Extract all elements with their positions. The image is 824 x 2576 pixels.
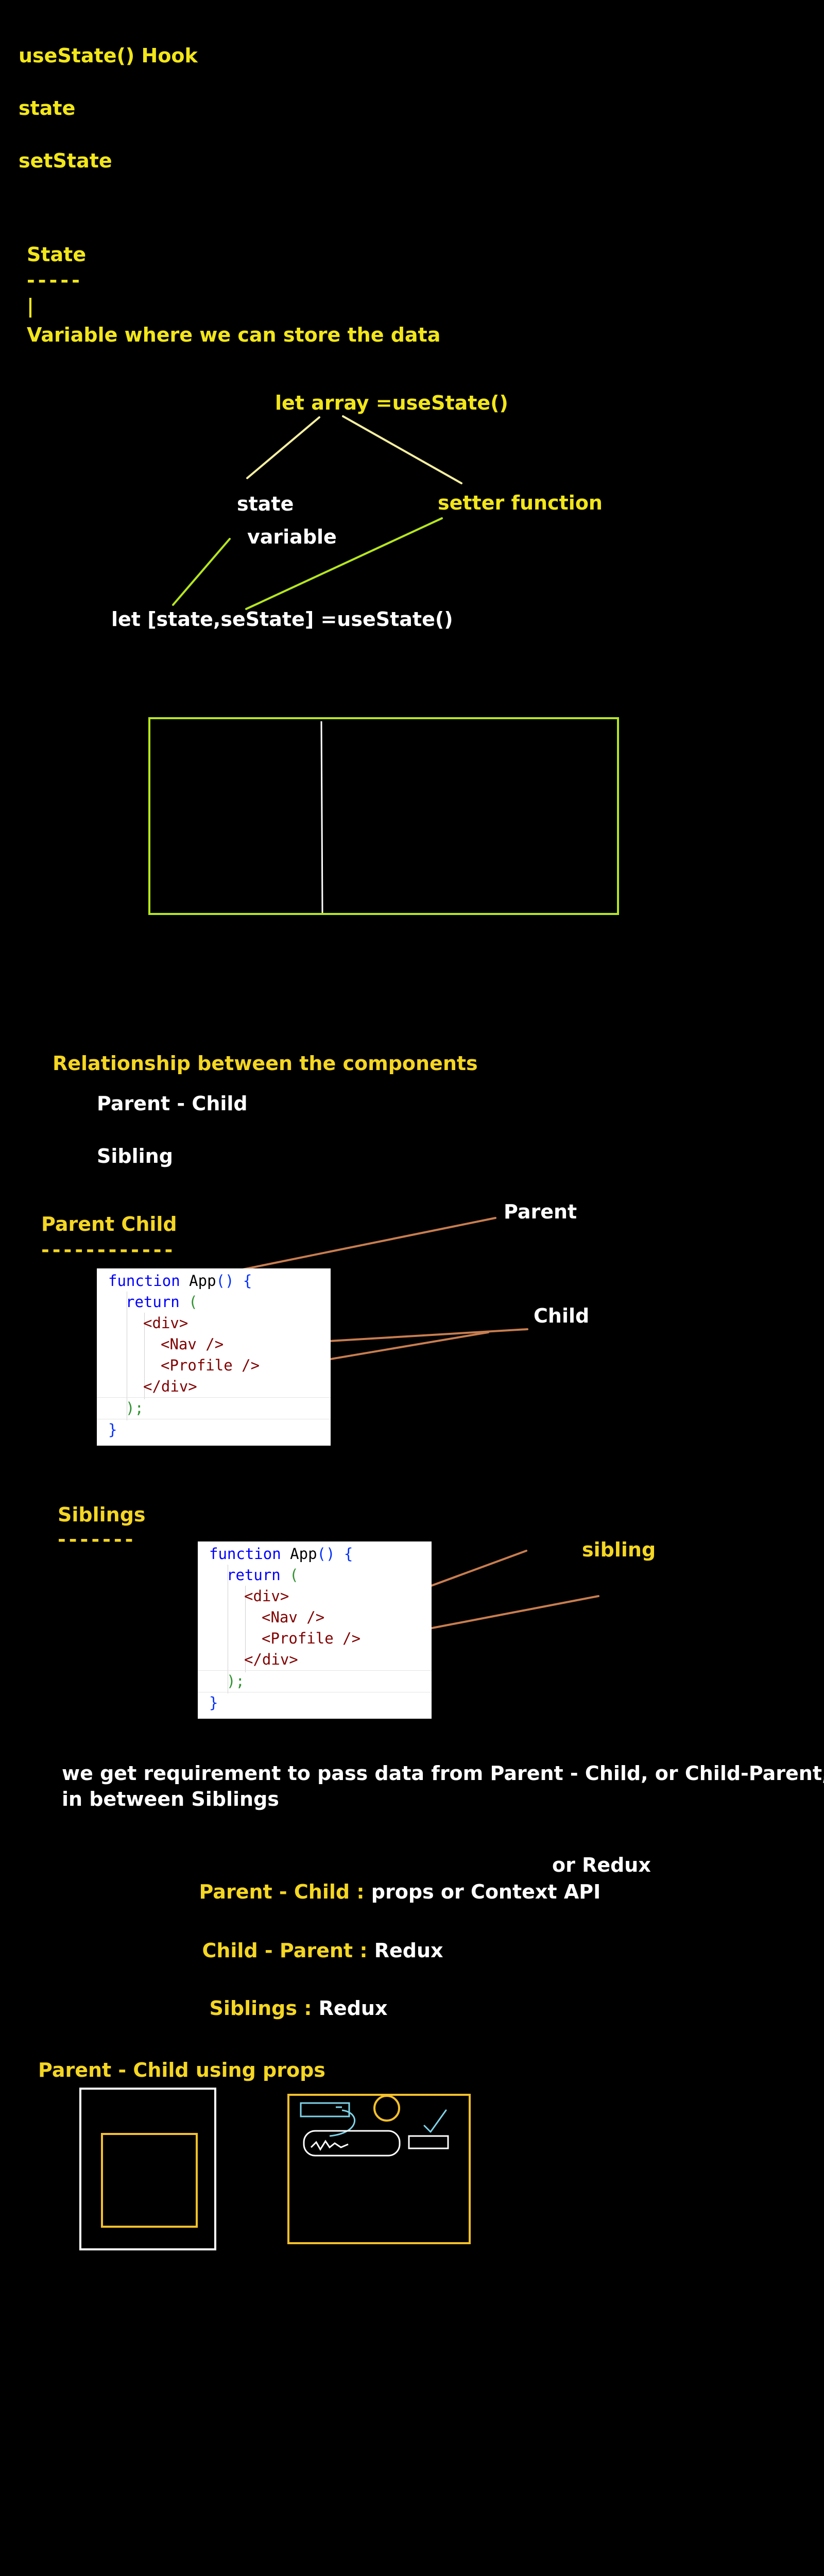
code-keyword-return: return [227,1566,281,1584]
code-profile: <Profile /> [161,1357,260,1374]
code-fn-name: App [180,1272,216,1290]
siblings-title: Siblings [58,1503,146,1526]
state-title: State [27,243,87,266]
code-paren: () [216,1272,234,1290]
code-div-open: <div> [244,1587,289,1605]
checkmark-icon [423,2109,447,2133]
ui-sketch-box [287,2094,471,2244]
method-siblings-label: Siblings [209,1996,297,2020]
diagram-left: state [237,493,294,515]
method-siblings-value: Redux [318,1996,388,2020]
method-child-parent-sep: : [353,1939,374,1962]
child-component-box [101,2133,198,2228]
parent-arrow [211,1217,496,1277]
code-paren: () [317,1545,335,1563]
code-fn-name: App [281,1545,317,1563]
label-parent: Parent [504,1200,577,1223]
code-block-parent-child: function App() { return ( <div> <Nav /> … [97,1268,331,1446]
method-parent-child-label: Parent - Child [199,1880,350,1903]
code-div-open: <div> [143,1314,188,1332]
relationship-item-sibling: Sibling [97,1145,173,1167]
sketch-scribble [310,2140,349,2151]
tree-line-right [342,415,462,484]
parent-component-box [79,2088,216,2250]
code-brace-open: { [243,1272,252,1290]
state-definition: Variable where we can store the data [27,324,441,346]
code-nav: <Nav /> [161,1335,224,1353]
sketch-circle-icon [373,2095,400,2122]
term-state: state [19,97,76,120]
method-siblings: Siblings : Redux [196,1973,387,2020]
code-return-close: ); [227,1672,245,1690]
code-brace-open: { [344,1545,353,1563]
method-child-parent: Child - Parent : Redux [188,1916,443,1962]
parent-child-title: Parent Child [41,1213,177,1235]
sketch-pill [303,2130,401,2157]
method-parent-child-extra: or Redux [552,1854,651,1876]
code-nav: <Nav /> [262,1608,325,1626]
term-setstate: setState [19,149,112,172]
requirement-line-2: in between Siblings [62,1788,279,1810]
method-parent-child-sep: : [350,1880,371,1903]
method-siblings-sep: : [297,1996,319,2020]
code-return-close: ); [126,1399,144,1417]
state-pipe: | [27,295,34,317]
props-title: Parent - Child using props [38,2059,325,2081]
state-underline: ----- [27,269,83,292]
diagram-top: let array =useState() [275,392,508,414]
array-box [148,717,619,915]
diagram-bottom: let [state,seState] =useState() [111,608,453,631]
tree-line-state [172,538,231,606]
relationship-item-parent-child: Parent - Child [97,1092,248,1115]
sketch-small-rect [408,2135,449,2149]
code-keyword-function: function [209,1545,281,1563]
diagram-right: setter function [438,492,603,514]
tree-line-setter [245,517,443,610]
label-child: Child [534,1304,590,1327]
siblings-underline: ------- [58,1528,136,1551]
code-div-close: </div> [143,1378,197,1395]
sketch-connector [329,2109,356,2137]
method-child-parent-value: Redux [374,1939,443,1962]
code-return-paren: ( [289,1566,299,1584]
requirement-line-1: we get requirement to pass data from Par… [62,1762,824,1785]
sketch-input-rect [300,2102,350,2117]
relationship-title: Relationship between the components [53,1052,478,1075]
code-brace-close: } [209,1694,218,1711]
method-parent-child: Parent - Child : props or Context API [185,1857,600,1904]
code-keyword-return: return [126,1293,180,1311]
diagram-left-sub: variable [247,526,337,548]
label-sibling: sibling [582,1538,656,1561]
code-keyword-function: function [108,1272,180,1290]
code-brace-close: } [108,1421,117,1438]
code-div-close: </div> [244,1651,298,1668]
tree-line-left [246,416,320,479]
method-parent-child-value: props or Context API [371,1880,601,1903]
array-box-divider [320,721,323,913]
code-return-paren: ( [188,1293,198,1311]
code-profile: <Profile /> [262,1630,361,1647]
method-child-parent-label: Child - Parent [202,1939,353,1962]
code-block-siblings: function App() { return ( <div> <Nav /> … [198,1541,432,1719]
page-heading: useState() Hook [19,44,198,67]
parent-child-underline: ------------ [41,1239,176,1261]
